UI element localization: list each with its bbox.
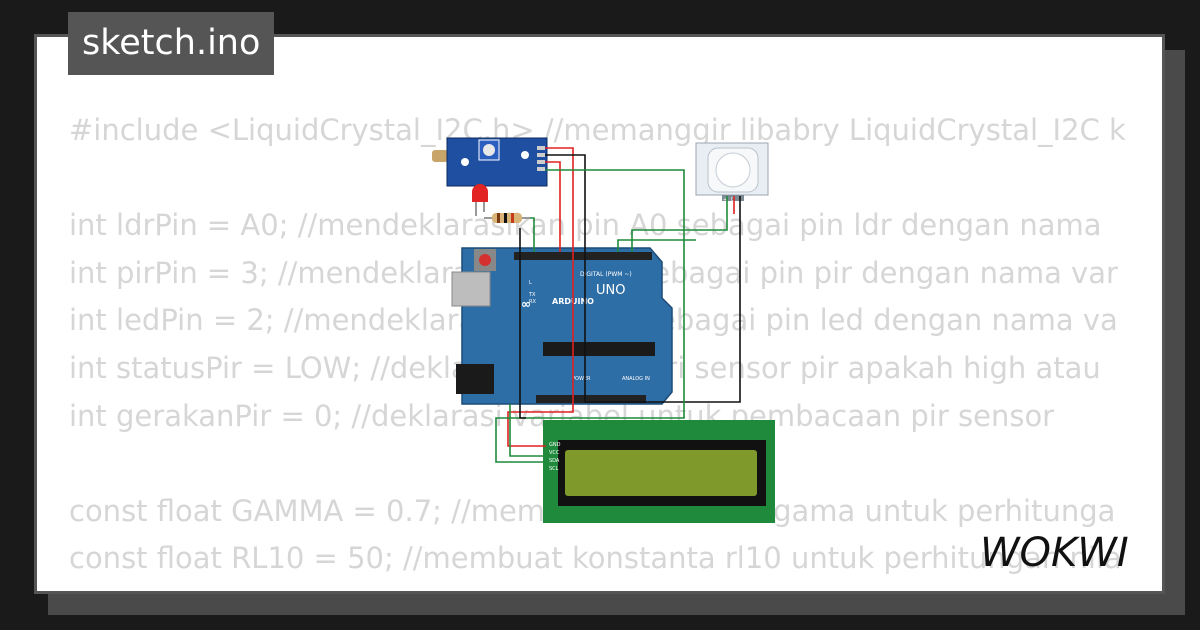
wire-black[interactable] bbox=[519, 228, 526, 419]
led-label: TX bbox=[528, 292, 536, 298]
atmega-chip bbox=[543, 342, 655, 356]
ldr-pin bbox=[537, 167, 545, 171]
wire-black[interactable] bbox=[545, 154, 741, 403]
pir-pin-label: D bbox=[731, 197, 735, 203]
lcd-pin-label: SDA bbox=[549, 458, 560, 464]
chip-outline bbox=[549, 362, 657, 374]
lcd-pin-label: GND bbox=[549, 442, 561, 448]
led-body bbox=[472, 184, 488, 202]
pir-motion-sensor[interactable]: + D - bbox=[695, 142, 769, 203]
digital-label: DIGITAL (PWM ~) bbox=[580, 271, 632, 278]
resistor-band bbox=[511, 213, 514, 223]
led-label: RX bbox=[529, 299, 536, 305]
logo-text: WOKWI bbox=[980, 530, 1129, 576]
resistor-band bbox=[504, 213, 507, 223]
red-led[interactable] bbox=[472, 184, 488, 216]
mount-hole bbox=[521, 151, 529, 159]
arduino-uno-board[interactable]: DIGITAL (PWM ~) ∞ UNO ARDUINO L TX RX PO… bbox=[451, 247, 673, 405]
resistor[interactable] bbox=[484, 213, 530, 223]
wire-red[interactable] bbox=[545, 161, 561, 252]
code-line: int statusPir = LOW; //deklarasi status … bbox=[69, 350, 1101, 385]
lcd-pin-label: VCC bbox=[549, 450, 560, 456]
wokwi-logo[interactable]: WOKWI bbox=[980, 528, 1150, 576]
power-analog-header bbox=[536, 395, 646, 403]
ldr-sensor-module[interactable] bbox=[432, 137, 548, 187]
potentiometer-knob[interactable] bbox=[483, 144, 495, 156]
code-line: const float RL10 = 50; //membuat konstan… bbox=[69, 541, 1122, 576]
pir-pin-header bbox=[722, 195, 744, 201]
lcd-screen bbox=[565, 450, 757, 496]
code-line: #include <LiquidCrystal_I2C.h> //memangg… bbox=[69, 113, 1126, 147]
mount-hole bbox=[461, 158, 469, 166]
wire-green[interactable] bbox=[530, 217, 535, 252]
reset-button[interactable] bbox=[479, 254, 491, 266]
ldr-pin bbox=[537, 160, 545, 164]
digital-pin-header bbox=[514, 252, 652, 260]
wire-green[interactable] bbox=[509, 404, 546, 457]
wire-red[interactable] bbox=[507, 147, 574, 447]
infinity-logo: ∞ bbox=[521, 297, 531, 311]
wire-green[interactable] bbox=[617, 239, 696, 252]
power-label: POWER bbox=[572, 376, 591, 382]
board-model: UNO bbox=[596, 283, 625, 298]
pir-lens bbox=[715, 152, 751, 188]
lcd-pin-label: SCL bbox=[549, 466, 559, 472]
wires bbox=[495, 147, 741, 463]
resistor-band bbox=[497, 213, 500, 223]
usb-port[interactable] bbox=[451, 271, 491, 307]
file-title-tab[interactable]: sketch.ino bbox=[68, 12, 275, 75]
ldr-pin bbox=[537, 146, 545, 150]
lcd-1602-display[interactable]: GND VCC SDA SCL bbox=[543, 420, 775, 523]
led-label: L bbox=[529, 280, 532, 286]
pir-pin-label: + bbox=[723, 197, 727, 203]
wire-green[interactable] bbox=[631, 196, 728, 252]
ldr-photoresistor bbox=[432, 150, 448, 162]
code-line: int ldrPin = A0; //mendeklarasikan pin A… bbox=[69, 208, 1102, 243]
ldr-pin bbox=[537, 153, 545, 157]
power-jack[interactable] bbox=[456, 364, 494, 394]
wire-green[interactable] bbox=[495, 169, 685, 463]
analog-label: ANALOG IN bbox=[622, 376, 650, 382]
